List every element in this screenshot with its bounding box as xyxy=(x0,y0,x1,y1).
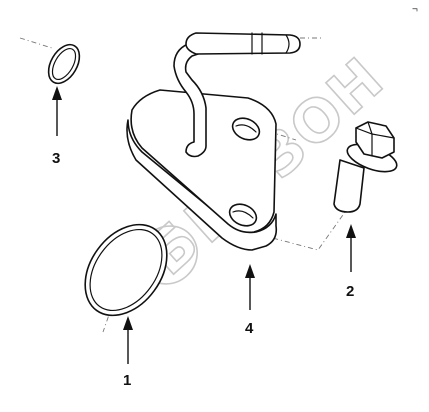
large-o-ring xyxy=(84,223,168,317)
callout-2-label: 2 xyxy=(346,283,354,300)
corner-mark: ¬ xyxy=(412,4,418,15)
flange-bolt xyxy=(333,121,398,213)
callout-3-label: 3 xyxy=(52,150,60,167)
flange-plate-with-tube xyxy=(126,32,301,251)
callout-1-label: 1 xyxy=(123,372,131,389)
small-o-ring xyxy=(47,43,81,85)
callout-4-label: 4 xyxy=(245,320,254,337)
callout-arrows xyxy=(52,86,356,364)
callout-labels: 3 1 4 2 xyxy=(52,150,354,389)
